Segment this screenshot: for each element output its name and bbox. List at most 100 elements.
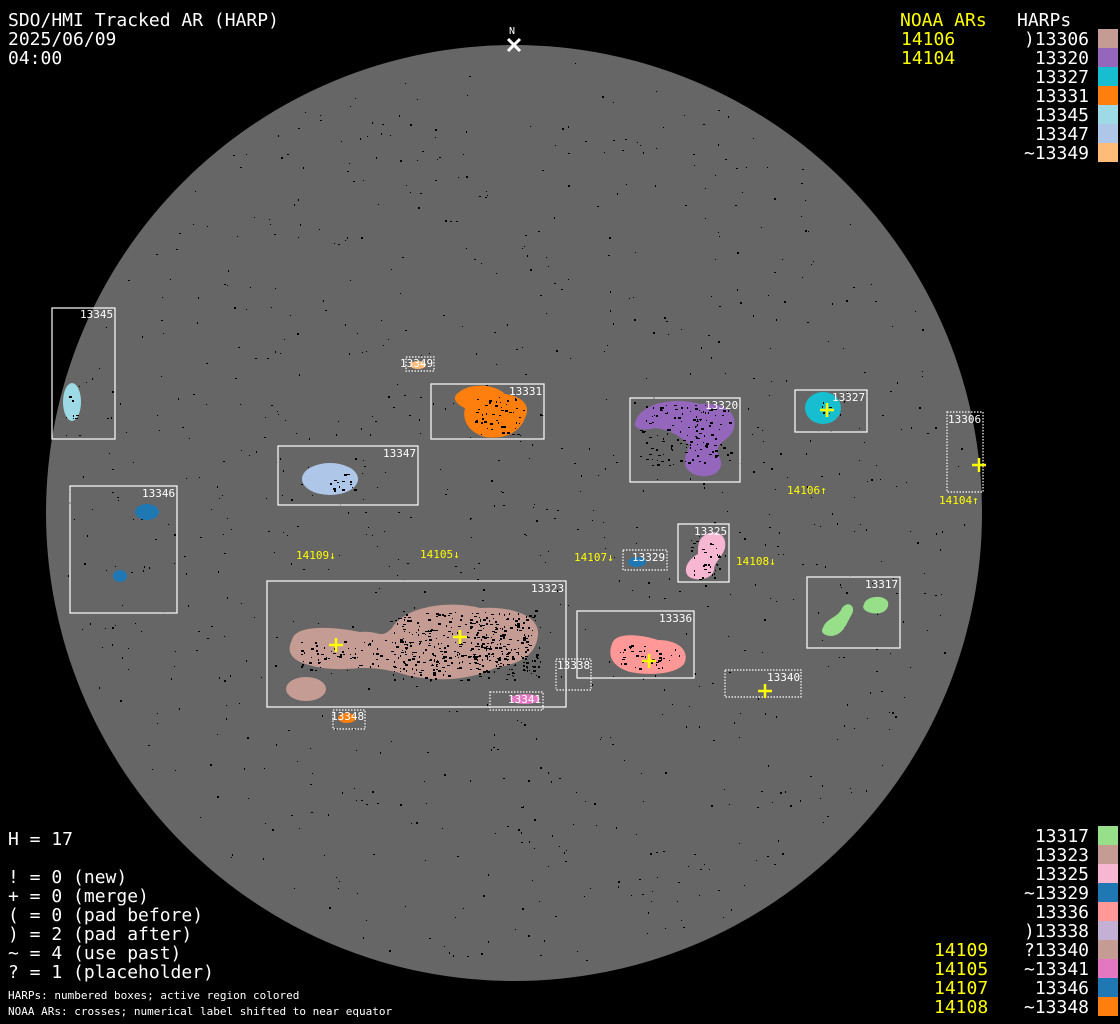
sunspot-pixel [429, 633, 431, 634]
sunspot-pixel [462, 661, 463, 663]
sunspot-pixel [402, 626, 404, 627]
sunspot-pixel [482, 665, 484, 667]
sunspot-pixel [494, 671, 495, 673]
speckle-pixel [350, 280, 351, 281]
speckle-pixel [298, 199, 299, 201]
sunspot-pixel [660, 407, 662, 409]
speckle-pixel [320, 115, 321, 116]
speckle-pixel [711, 296, 712, 297]
speckle-pixel [460, 572, 462, 573]
speckle-pixel [529, 458, 530, 459]
speckle-pixel [540, 555, 541, 556]
speckle-pixel [889, 712, 890, 713]
speckle-pixel [860, 524, 861, 525]
speckle-pixel [435, 137, 436, 138]
speckle-pixel [715, 259, 716, 260]
speckle-pixel [109, 453, 110, 454]
sunspot-pixel [665, 413, 668, 414]
sunspot-pixel [656, 650, 658, 652]
sunspot-pixel [711, 544, 714, 545]
speckle-pixel [186, 573, 187, 575]
sunspot-pixel [729, 460, 731, 461]
speckle-pixel [545, 562, 546, 563]
sunspot-pixel [496, 624, 499, 625]
sunspot-pixel [722, 415, 724, 416]
harp-color-swatch [1098, 826, 1118, 845]
speckle-pixel [349, 353, 350, 355]
speckle-pixel [380, 752, 381, 754]
sunspot-pixel [501, 426, 504, 428]
sunspot-pixel [418, 634, 419, 636]
sunspot-pixel [730, 452, 733, 454]
sunspot-pixel [457, 632, 458, 634]
sunspot-pixel [428, 619, 431, 621]
speckle-pixel [534, 819, 536, 821]
sunspot-pixel [701, 412, 702, 413]
sunspot-pixel [433, 655, 435, 656]
speckle-pixel [779, 532, 780, 534]
sunspot-pixel [656, 415, 658, 417]
sunspot-pixel [662, 407, 664, 409]
speckle-pixel [470, 518, 472, 519]
speckle-pixel [705, 218, 706, 219]
speckle-pixel [494, 505, 495, 507]
sunspot-pixel [503, 637, 505, 639]
speckle-pixel [416, 686, 418, 687]
speckle-pixel [546, 509, 548, 510]
sunspot-pixel [406, 614, 408, 616]
speckle-pixel [218, 571, 219, 573]
sunspot-pixel [446, 625, 447, 627]
speckle-pixel [769, 395, 770, 396]
sunspot-pixel [477, 632, 479, 634]
speckle-pixel [141, 631, 142, 632]
speckle-pixel [704, 864, 705, 865]
speckle-pixel [99, 687, 100, 689]
sunspot-pixel [712, 451, 713, 453]
sunspot-pixel [428, 630, 429, 632]
speckle-pixel [421, 355, 422, 356]
speckle-pixel [892, 712, 894, 714]
speckle-pixel [362, 473, 363, 474]
harp-label: 13340 [767, 671, 800, 684]
speckle-pixel [876, 649, 878, 650]
sunspot-pixel [692, 459, 694, 461]
sunspot-pixel [419, 672, 422, 673]
speckle-pixel [561, 448, 563, 449]
speckle-pixel [548, 266, 549, 267]
speckle-pixel [618, 886, 619, 888]
speckle-pixel [632, 590, 633, 591]
speckle-pixel [800, 800, 801, 802]
region-13346b [113, 570, 127, 582]
sunspot-pixel [691, 547, 694, 548]
speckle-pixel [577, 529, 579, 530]
harp-legend-item: ~13329 [1024, 883, 1089, 904]
speckle-pixel [266, 498, 267, 499]
speckle-pixel [422, 151, 424, 152]
speckle-pixel [825, 566, 826, 568]
noaa-label: 14109↓ [296, 549, 336, 562]
solar-disk [46, 45, 982, 981]
speckle-pixel [646, 378, 647, 379]
speckle-pixel [610, 737, 611, 738]
speckle-pixel [470, 519, 471, 520]
sunspot-pixel [353, 657, 356, 658]
speckle-pixel [228, 270, 229, 272]
sunspot-pixel [525, 651, 527, 653]
sunspot-pixel [486, 617, 487, 619]
harp-label: 13329 [632, 551, 665, 564]
speckle-pixel [391, 741, 392, 742]
harp-color-swatch [1098, 883, 1118, 902]
sunspot-pixel [398, 657, 399, 659]
region-13331 [454, 385, 528, 438]
sunspot-pixel [438, 670, 441, 672]
sunspot-pixel [507, 653, 510, 654]
sunspot-pixel [500, 663, 502, 664]
speckle-pixel [230, 675, 231, 677]
speckle-pixel [827, 816, 829, 817]
speckle-pixel [662, 714, 663, 715]
speckle-pixel [527, 255, 528, 257]
speckle-pixel [418, 207, 420, 209]
speckle-pixel [642, 894, 644, 895]
speckle-pixel [604, 152, 605, 153]
speckle-pixel [66, 435, 67, 436]
